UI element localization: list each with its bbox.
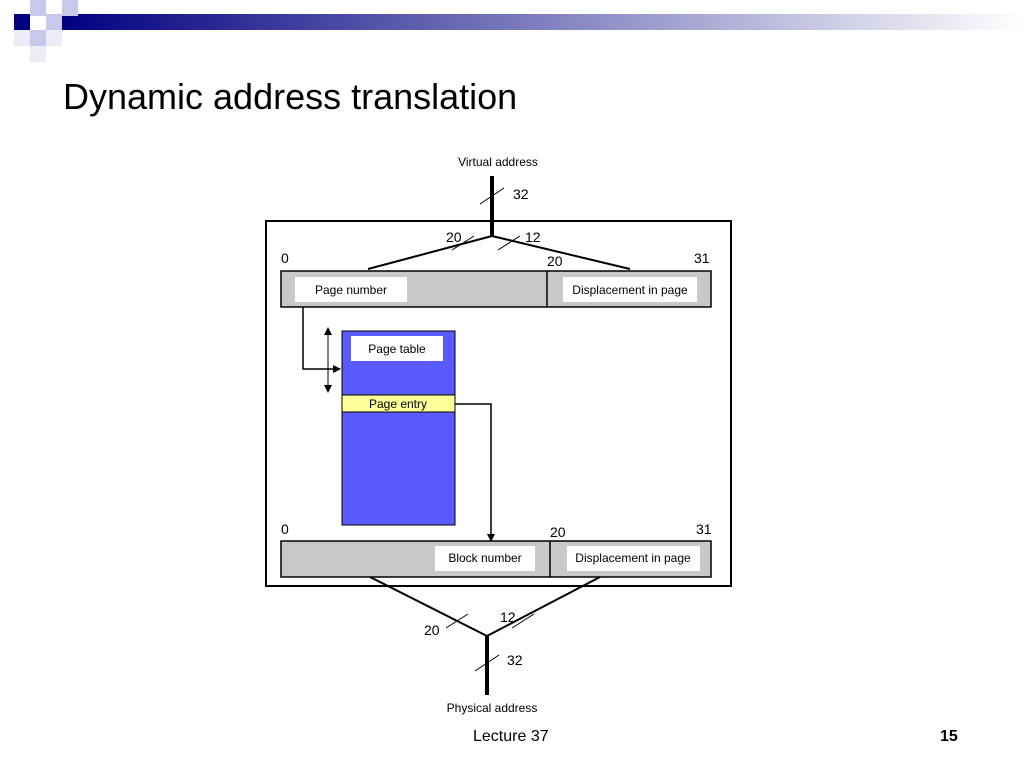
split-line-left-top: [367, 235, 493, 270]
split-left-bottom: 20: [424, 622, 440, 638]
header-square: [62, 0, 78, 16]
block-number-label: Block number: [448, 551, 521, 565]
header-decoration: [14, 0, 1024, 62]
physical-displacement-label: Displacement in page: [575, 551, 691, 565]
page-entry-label: Page entry: [369, 397, 427, 411]
split-line-right-top: [491, 235, 631, 270]
virtual-displacement-field: [563, 277, 697, 302]
virtual-bit-start: 0: [281, 250, 289, 266]
physical-bit-mid: 20: [550, 524, 566, 540]
page-table-label: Page table: [368, 342, 426, 356]
split-right-bottom: 12: [500, 609, 516, 625]
page-table-title-box: [351, 336, 443, 361]
merge-tick-left-bottom: [445, 613, 469, 629]
virtual-bit-mid: 20: [547, 253, 563, 269]
bus-width-tick: [479, 187, 505, 205]
physical-displacement-field: [567, 546, 700, 571]
bus-width-top: 32: [513, 186, 529, 202]
split-left-top: 20: [446, 229, 462, 245]
split-right-top: 12: [525, 229, 541, 245]
merge-line-left-bottom: [369, 576, 488, 637]
block-number-field: [435, 546, 535, 571]
physical-bit-start: 0: [281, 521, 289, 537]
page-entry-arrow: [455, 403, 495, 542]
header-square: [14, 30, 30, 46]
bus-width-tick-bottom: [474, 654, 500, 672]
virtual-displacement-label: Displacement in page: [572, 283, 688, 297]
page-number-field: [295, 277, 407, 302]
header-square: [30, 30, 46, 46]
bus-width-bottom: 32: [507, 652, 523, 668]
merge-line-right-bottom: [486, 576, 601, 637]
header-square: [30, 0, 46, 16]
header-square: [14, 14, 30, 30]
virtual-bit-end: 31: [694, 250, 710, 266]
header-gradient-bar: [62, 14, 1024, 30]
header-square: [30, 46, 46, 62]
footer-lecture: Lecture 37: [473, 728, 549, 745]
physical-bit-end: 31: [696, 521, 712, 537]
physical-address-label: Physical address: [447, 701, 538, 715]
header-square: [46, 14, 62, 30]
translation-frame: [265, 220, 732, 587]
merge-tick-right-bottom: [511, 613, 535, 629]
slide-title: Dynamic address translation: [63, 76, 518, 117]
header-square: [46, 30, 62, 46]
page-number-label: Page number: [315, 283, 387, 297]
split-tick-left-top: [451, 235, 475, 251]
page-number-arrow: [302, 307, 341, 373]
page-table: [341, 330, 456, 526]
slide-page-number: 15: [940, 728, 958, 745]
virtual-address-label: Virtual address: [458, 155, 538, 169]
split-tick-right-top: [497, 235, 521, 251]
